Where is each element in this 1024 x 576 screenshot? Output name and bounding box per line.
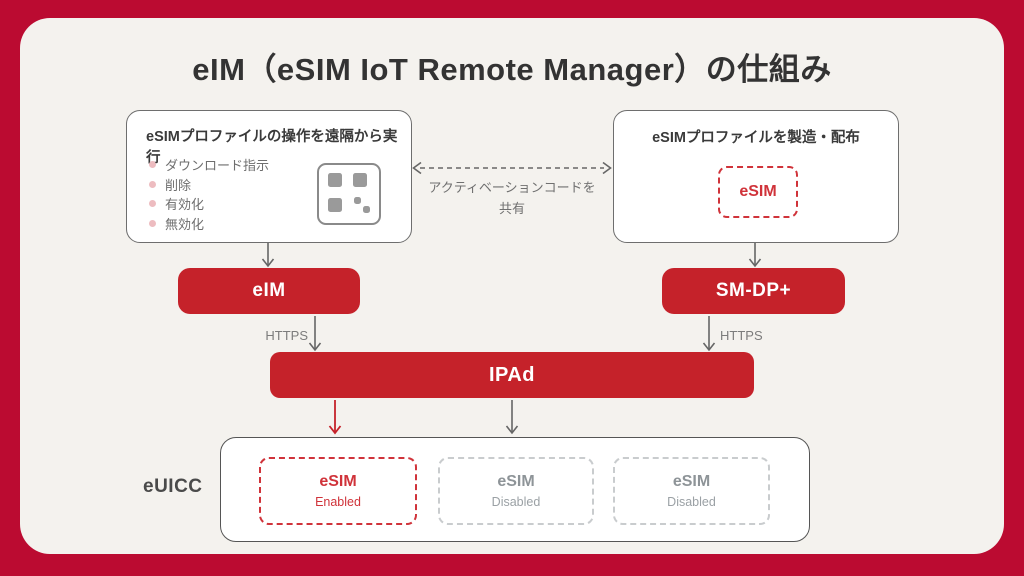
list-item: ダウンロード指示 [149,155,269,175]
arrow-distribute-to-smdp [748,243,762,268]
list-item: 無効化 [149,214,269,234]
arrow-ipad-to-euicc-gray [505,400,519,435]
distribute-card-title: eSIMプロファイルを製造・配布 [652,130,860,146]
euicc-label: eUICC [143,476,203,497]
esim-chip: eSIM [718,166,798,218]
https-label-right: HTTPS [720,328,763,343]
list-item-label: ダウンロード指示 [165,158,270,174]
list-item-label: 削除 [165,177,192,193]
activation-code-line1: アクティベーションコードを [428,180,596,195]
ipad-node: IPAd [270,352,754,398]
bullet-dot-icon [149,219,156,227]
remote-operations-card: eSIMプロファイルの操作を遠隔から実行 ダウンロード指示 削除 有効化 無効化 [126,110,412,243]
smdp-node: SM-DP+ [662,268,845,314]
bullet-dot-icon [149,161,156,169]
profile-status: Enabled [315,495,361,509]
arrow-activation-code-share [412,161,612,175]
bullet-dot-icon [149,180,156,188]
list-item-label: 無効化 [165,216,205,232]
page-title: eIM（eSIM IoT Remote Manager）の仕組み [192,52,832,87]
remote-operations-list: ダウンロード指示 削除 有効化 無効化 [149,155,269,233]
https-label-left: HTTPS [265,328,308,343]
distribute-card: eSIMプロファイルを製造・配布 eSIM [613,110,899,243]
list-item-label: 有効化 [165,197,205,213]
arrow-remote-to-eim [261,243,275,268]
activation-code-label: アクティベーションコードを 共有 [402,177,622,219]
arrow-ipad-to-esim-enabled [328,400,342,435]
list-item: 有効化 [149,194,269,214]
qr-code-icon [317,163,381,225]
euicc-container: eSIM Enabled eSIM Disabled eSIM Disabled [220,437,810,542]
profile-status: Disabled [491,495,541,509]
bullet-dot-icon [149,200,156,208]
esim-profile-disabled-1: eSIM Disabled [438,457,594,525]
list-item: 削除 [149,175,269,195]
esim-chip-label: eSIM [739,183,777,200]
eim-node: eIM [178,268,360,314]
arrow-eim-to-ipad [308,316,322,352]
esim-profile-enabled: eSIM Enabled [259,457,417,525]
profile-name: eSIM [672,473,711,490]
profile-status: Disabled [667,495,716,509]
profile-name: eSIM [319,473,357,490]
profile-name: eSIM [497,473,535,490]
arrow-smdp-to-ipad [702,316,716,352]
esim-profile-disabled-2: eSIM Disabled [613,457,770,525]
activation-code-line2: 共有 [498,201,525,216]
